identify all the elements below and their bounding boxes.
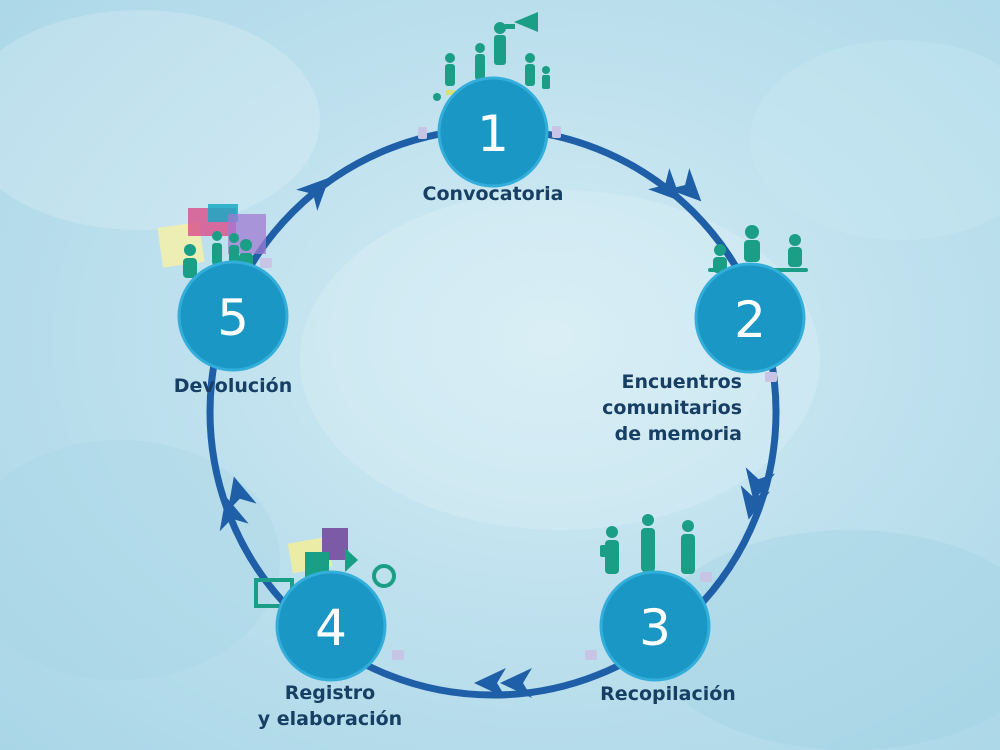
- arrow-icon: [296, 177, 330, 211]
- arrow-icon: [648, 168, 682, 202]
- ring-joints: [260, 126, 777, 660]
- step-number-2: 2: [734, 291, 766, 349]
- step-number-4: 4: [315, 599, 347, 657]
- step-node-4: 4: [275, 570, 387, 682]
- arrow-icon: [740, 485, 770, 520]
- step-label-4: Registro y elaboración: [257, 682, 403, 730]
- step-label-2: Encuentros comunitarios de memoria: [602, 371, 742, 445]
- arrow-icon: [474, 668, 506, 698]
- arrow-icon: [668, 168, 702, 202]
- step-node-3: 3: [599, 570, 711, 682]
- arrow-icon: [500, 668, 532, 698]
- step-number-5: 5: [217, 289, 249, 347]
- interview-camera-icon: [600, 514, 695, 574]
- step-label-5: Devolución: [173, 375, 293, 397]
- arrow-icon: [745, 467, 775, 502]
- step-number-3: 3: [639, 599, 671, 657]
- step-node-5: 5: [177, 260, 289, 372]
- step-node-2: 2: [694, 262, 806, 374]
- step-node-1: 1: [437, 76, 549, 188]
- direction-arrows: [219, 168, 775, 698]
- step-label-3: Recopilación: [600, 683, 736, 705]
- step-label-1: Convocatoria: [422, 183, 564, 205]
- people-megaphone-icon: [433, 12, 550, 101]
- arrow-icon: [219, 496, 249, 532]
- arrow-icon: [227, 476, 257, 512]
- step-number-1: 1: [477, 105, 509, 163]
- family-presentation-icon: [157, 204, 266, 278]
